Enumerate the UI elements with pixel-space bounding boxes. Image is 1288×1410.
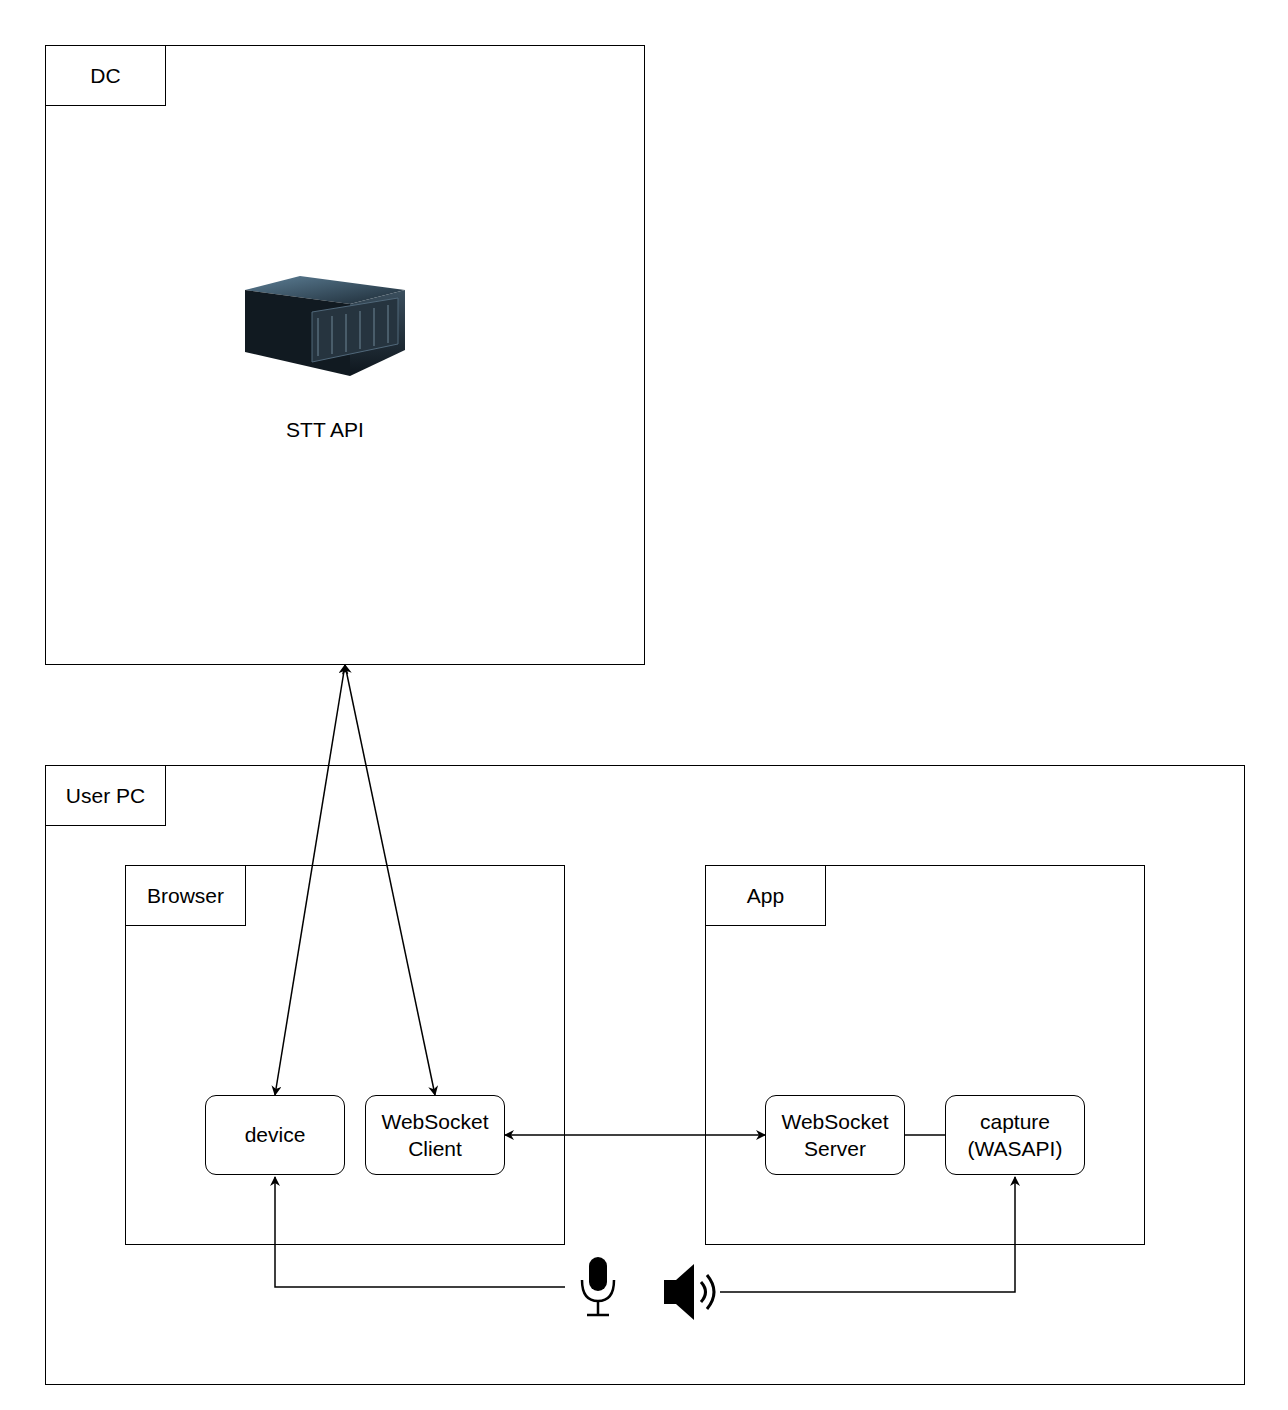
microphone-icon [582,1257,614,1315]
connector [905,1134,945,1136]
component-box: WebSocket Server [765,1095,905,1175]
pc-frame: User PC Browser device WebSocket Client AppW… [45,765,1245,1385]
frame-title: DC [46,46,166,106]
frame-title: User PC [46,766,166,826]
server-icon [245,276,405,376]
browser-frame: Browser device WebSocket Client [125,865,565,1245]
box-label: WebSocket Server [768,1108,902,1163]
component-box: WebSocket Client [365,1095,505,1175]
box-label: device [245,1121,306,1148]
connector [505,1134,765,1136]
app-frame: AppWebSocket Server capture (WASAPI) [705,865,1145,1245]
component-box: device [205,1095,345,1175]
connector [345,665,435,1095]
audio-wire [275,1177,565,1287]
audio-wire [720,1177,1015,1292]
server-label: STT API [225,418,425,442]
frame-title: App [706,866,826,926]
speaker-icon [664,1264,714,1320]
box-label: WebSocket Client [368,1108,502,1163]
box-label: capture (WASAPI) [948,1108,1082,1163]
connector [275,665,345,1095]
datacenter-frame: DC [45,45,645,665]
frame-title: Browser [126,866,246,926]
component-box: capture (WASAPI) [945,1095,1085,1175]
